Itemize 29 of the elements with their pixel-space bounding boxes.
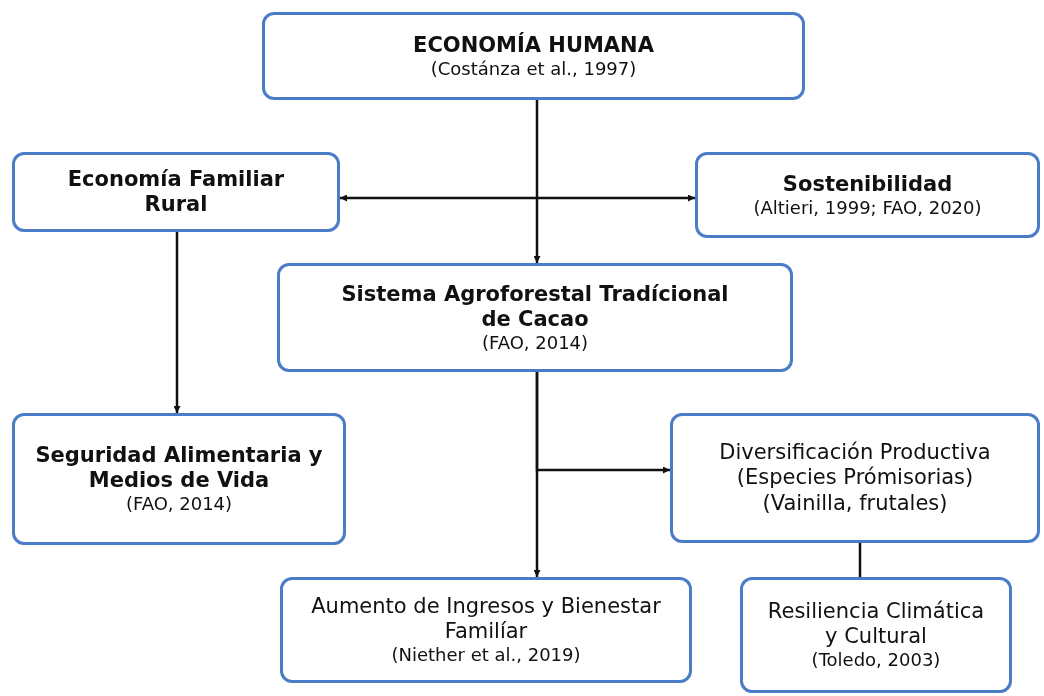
node-title: Sistema Agroforestal Tradícional de Cacao [340,281,730,332]
node-title: Diversificación Productiva [719,440,991,466]
citation-text: (FAO, 2014) [125,493,233,515]
node-title: Sostenibilidad [782,171,953,197]
citation-text: (Altieri, 1999; FAO, 2020) [753,196,982,219]
concept-box [695,152,1040,238]
arrow [173,232,181,413]
concept-box [740,577,1012,693]
concept-box [280,577,692,683]
arrow [535,372,670,474]
node-title: Economía Familiar Rural [66,166,286,218]
node-subtitle: (Vainilla, frutales) [762,490,948,516]
citation-text: (FAO, 2014) [481,331,589,354]
node-title: Aumento de Ingresos y Bienestar Familíar [310,594,662,645]
concept-box [12,152,340,232]
connector-line [858,543,862,577]
node-title: Seguridad Alimentaria y Medios de Vida [34,443,324,494]
concept-box [262,12,805,100]
concept-box [670,413,1040,543]
concept-box [277,263,793,372]
node-title: Resiliencia Climática y Cultural [766,599,986,650]
citation-text: (Niether et al., 2019) [391,644,581,666]
node-subtitle: (Especies Prómisorias) [736,465,974,491]
arrow [533,100,541,263]
citation-text: (Costánza et al., 1997) [430,57,637,80]
node-title: ECONOMÍA HUMANA [413,32,654,58]
concept-box [12,413,346,545]
citation-text: (Toledo, 2003) [811,649,941,671]
arrow [340,194,695,202]
